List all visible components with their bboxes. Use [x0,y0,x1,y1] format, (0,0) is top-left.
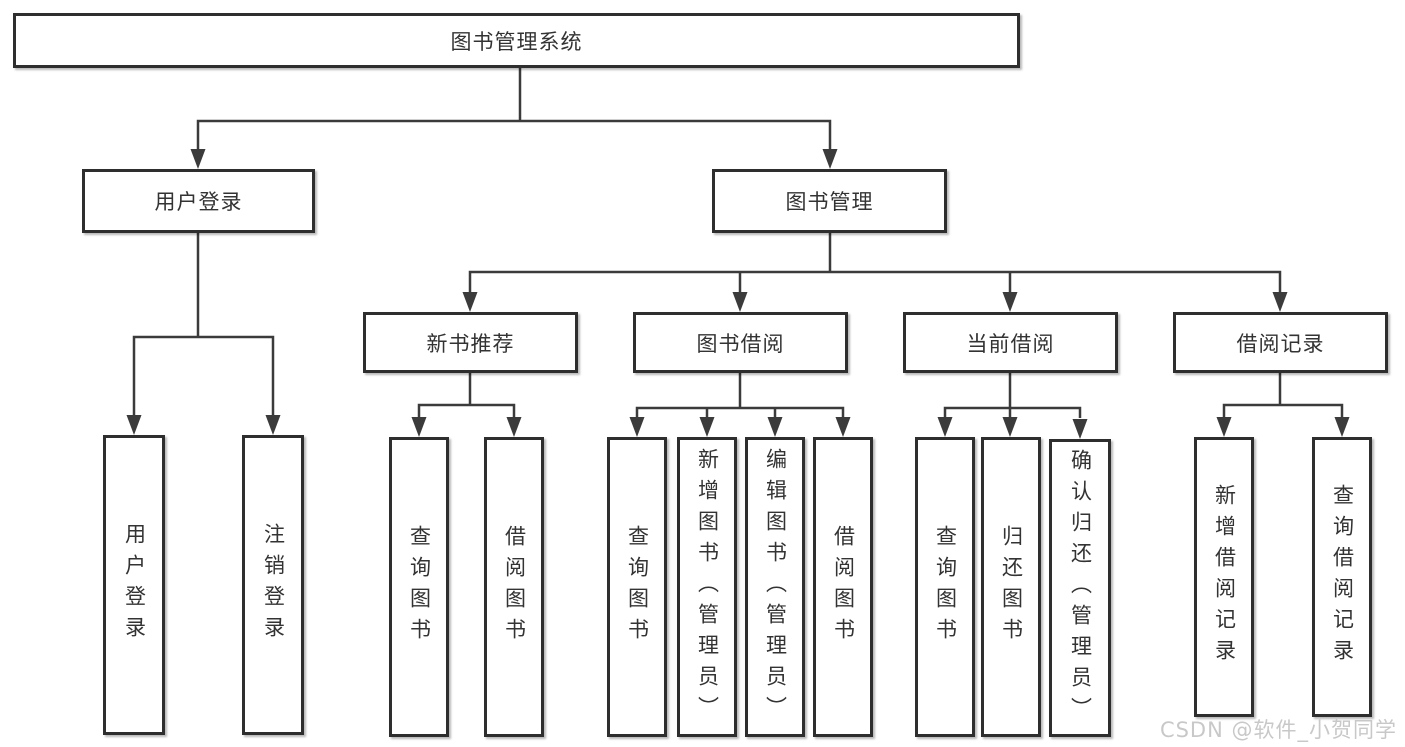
node-book-borrowing: 图书借阅 [633,312,848,373]
leaf-edit-book-admin: 编辑图书（管理员） [745,437,805,737]
leaf-borrow-book-borrowing: 借阅图书 [813,437,873,737]
node-root: 图书管理系统 [13,13,1020,68]
leaf-borrow-book-recommend: 借阅图书 [484,437,544,737]
leaf-add-book-admin: 新增图书（管理员） [677,437,737,737]
leaf-query-borrow-record: 查询借阅记录 [1312,437,1372,717]
leaf-user-login: 用户登录 [103,435,165,735]
arrowheads [126,149,1350,439]
node-book-management: 图书管理 [712,169,947,233]
node-user-login: 用户登录 [82,169,315,233]
node-current-borrowing: 当前借阅 [903,312,1118,373]
leaf-query-book-current: 查询图书 [915,437,975,737]
node-borrowing-records: 借阅记录 [1173,312,1388,373]
leaf-return-book: 归还图书 [981,437,1041,737]
leaf-logout: 注销登录 [242,435,304,735]
leaf-query-book-recommend: 查询图书 [389,437,449,737]
watermark-text: CSDN @软件_小贺同学 [1159,718,1397,742]
leaf-confirm-return-admin: 确认归还（管理员） [1049,439,1111,737]
node-new-book-recommendation: 新书推荐 [363,312,578,373]
leaf-add-borrow-record: 新增借阅记录 [1194,437,1254,717]
leaf-query-book-borrowing: 查询图书 [607,437,667,737]
